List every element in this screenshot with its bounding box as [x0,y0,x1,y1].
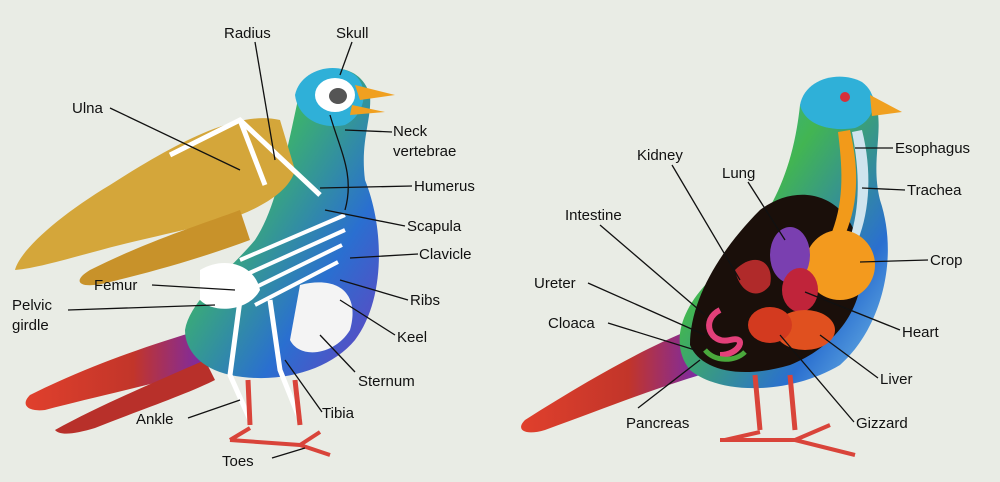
label-toes: Toes [222,453,254,470]
label-cloaca: Cloaca [548,315,595,332]
organs-bird [521,76,902,457]
label-esophagus: Esophagus [895,140,970,157]
trachea-organ [850,130,869,240]
toes [720,423,856,457]
label-intestine: Intestine [565,207,622,224]
crop-organ [805,230,875,300]
beak-lower [350,105,385,115]
gizzard-organ [748,307,792,343]
pelvis-bone [200,262,260,309]
beak [870,95,902,116]
tail-feathers [521,330,700,433]
kidney-organ [735,259,771,294]
leg-bones [227,299,303,422]
label-clavicle: Clavicle [419,246,472,263]
label-radius: Radius [224,25,271,42]
label-skull: Skull [336,25,369,42]
tail-feathers [25,330,206,411]
label-pancreas: Pancreas [626,415,689,432]
label-ureter: Ureter [534,275,576,292]
label-sternum: Sternum [358,373,415,390]
label-kidney: Kidney [637,147,683,164]
label-pelvic-line1: Pelvic [12,297,53,314]
ribcage [239,213,346,307]
esophagus-organ [832,130,857,235]
label-humerus: Humerus [414,178,475,195]
legs [245,379,303,426]
pancreas-organ [703,348,747,362]
skeleton-bird [15,67,395,457]
label-gizzard: Gizzard [856,415,908,432]
label-ulna: Ulna [72,100,104,117]
eye-socket [329,88,347,104]
beak [355,85,395,100]
label-neck-line1: Neck [393,123,428,140]
head [800,76,874,130]
neck-vertebrae-bone [329,114,349,211]
label-scapula: Scapula [407,218,462,235]
legs [752,374,798,431]
label-pelvic-line2: girdle [12,317,49,334]
heart-organ [782,268,818,312]
label-lung: Lung [722,165,755,182]
eye [840,92,850,102]
skeleton-leader-lines [67,41,419,459]
label-femur: Femur [94,277,137,294]
label-neck-line2: vertebrae [393,143,456,160]
label-keel: Keel [397,329,427,346]
intestine-organ [706,307,744,358]
label-ribs: Ribs [410,292,440,309]
label-trachea: Trachea [907,182,962,199]
toes [228,426,331,457]
label-crop: Crop [930,252,963,269]
sternum-keel-bone [290,282,353,353]
wing-lower-feathers [79,210,250,286]
wing-bones [168,116,322,197]
label-tibia: Tibia [322,405,355,422]
tail-feathers-lower [55,360,215,434]
wing [15,118,295,271]
label-ankle: Ankle [136,411,174,428]
label-heart: Heart [902,324,940,341]
label-liver: Liver [880,371,913,388]
organs-leader-lines [587,147,929,423]
